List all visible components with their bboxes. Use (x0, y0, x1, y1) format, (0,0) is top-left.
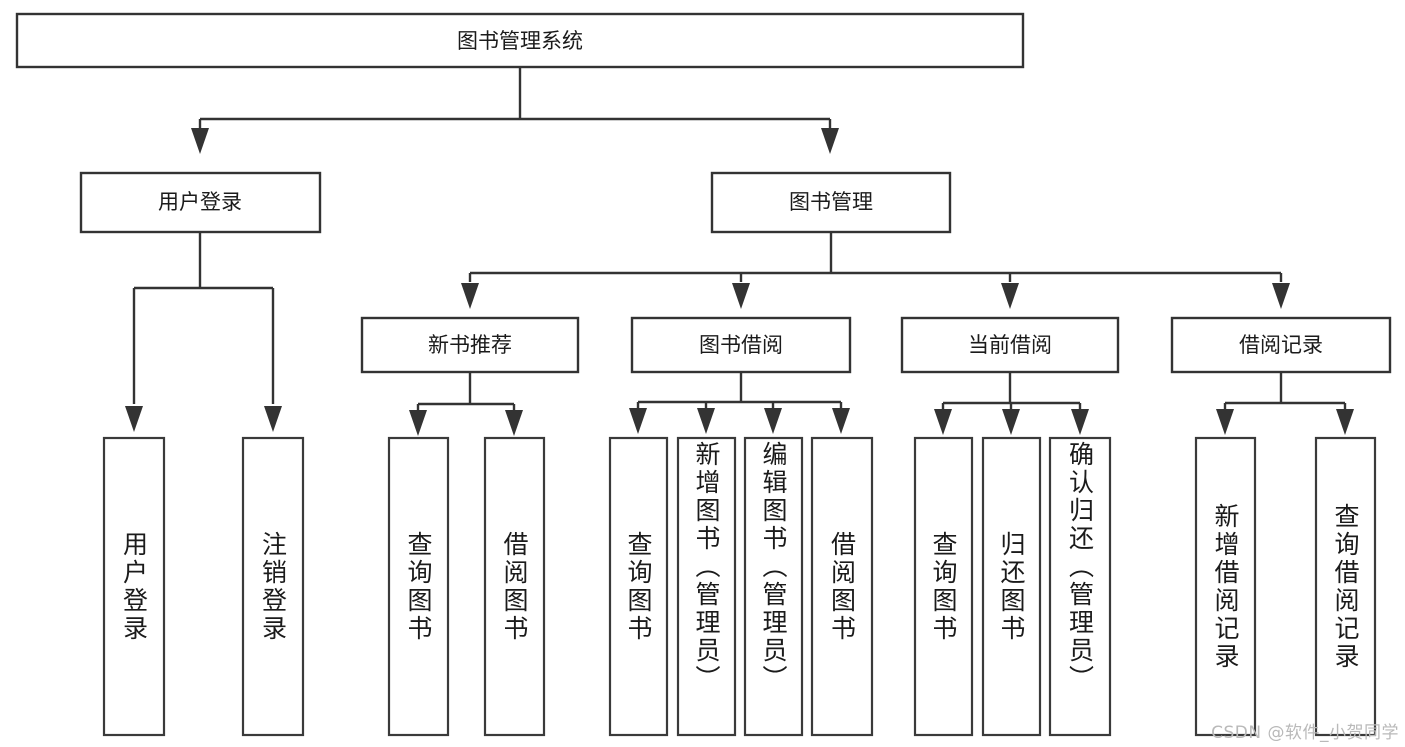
arrow-icon-to-leaf-borrow-book-rec (505, 410, 523, 436)
connector-current-borrow-to-leaves (941, 372, 1082, 409)
arrow-icon-to-leaf-query-book-borrow (629, 408, 647, 434)
arrow-icon-to-leaf-add-book-admin (697, 408, 715, 434)
connector-user-login-to-leaves (132, 232, 275, 404)
node-leaf-query-book-borrow[interactable] (608, 436, 669, 737)
node-root-system[interactable]: 图书管理系统 (15, 12, 1025, 69)
node-leaf-query-book-rec[interactable] (387, 436, 450, 737)
connector-book-manage-to-level3 (468, 232, 1283, 282)
node-leaf-add-borrow-record[interactable] (1194, 436, 1257, 737)
arrow-icon-to-borrow-record (1272, 283, 1290, 309)
node-leaf-add-book-admin[interactable] (676, 436, 737, 737)
watermark-text: CSDN @软件_小贺同学 (1211, 723, 1399, 743)
connector-borrow-record-to-leaves (1223, 372, 1347, 409)
node-leaf-query-book-current[interactable] (913, 436, 974, 737)
node-label-book-borrow: 图书借阅 (699, 333, 783, 357)
arrow-icon-to-book-borrow (732, 283, 750, 309)
node-book-manage[interactable]: 图书管理 (710, 171, 952, 234)
arrow-icon-to-leaf-borrow-book (832, 408, 850, 434)
arrow-icon-to-leaf-return-book (1002, 409, 1020, 435)
node-leaf-user-login[interactable] (102, 436, 166, 737)
node-label-borrow-record: 借阅记录 (1239, 333, 1323, 357)
connector-new-book-rec-to-leaves (416, 372, 516, 410)
node-label-new-book-rec: 新书推荐 (428, 333, 512, 357)
node-current-borrow[interactable]: 当前借阅 (900, 316, 1120, 374)
arrow-icon-to-current-borrow (1001, 283, 1019, 309)
node-leaf-borrow-book-rec[interactable] (483, 436, 546, 737)
arrow-icon-to-leaf-user-login (125, 406, 143, 432)
arrow-icon-to-leaf-query-book-current (934, 409, 952, 435)
node-label-user-login: 用户登录 (158, 190, 242, 214)
arrow-icon-to-book-manage (821, 128, 839, 154)
connector-root-to-level2 (198, 67, 832, 130)
arrow-icon-to-user-login (191, 128, 209, 154)
node-label-current-borrow: 当前借阅 (968, 333, 1052, 357)
node-leaf-query-borrow-record[interactable] (1314, 436, 1377, 737)
node-label-root-system: 图书管理系统 (457, 29, 583, 53)
node-borrow-record[interactable]: 借阅记录 (1170, 316, 1392, 374)
arrow-icon-to-leaf-add-borrow-record (1216, 409, 1234, 435)
node-leaf-edit-book-admin[interactable] (743, 436, 804, 737)
arrow-icon-to-leaf-edit-book-admin (764, 408, 782, 434)
node-leaf-borrow-book[interactable] (810, 436, 874, 737)
node-leaf-return-book[interactable] (981, 436, 1042, 737)
arrow-icon-to-new-book-rec (461, 283, 479, 309)
arrow-icon-to-leaf-query-borrow-record (1336, 409, 1354, 435)
node-leaf-logout[interactable] (241, 436, 305, 737)
arrow-icon-to-leaf-confirm-return-admin (1071, 409, 1089, 435)
arrow-icon-to-leaf-query-book-rec (409, 410, 427, 436)
node-book-borrow[interactable]: 图书借阅 (630, 316, 852, 374)
connector-book-borrow-to-leaves (636, 372, 843, 408)
arrow-icon-to-leaf-logout (264, 406, 282, 432)
node-user-login[interactable]: 用户登录 (79, 171, 322, 234)
node-leaf-confirm-return-admin[interactable] (1048, 436, 1112, 737)
node-new-book-rec[interactable]: 新书推荐 (360, 316, 580, 374)
node-label-book-manage: 图书管理 (789, 190, 873, 214)
